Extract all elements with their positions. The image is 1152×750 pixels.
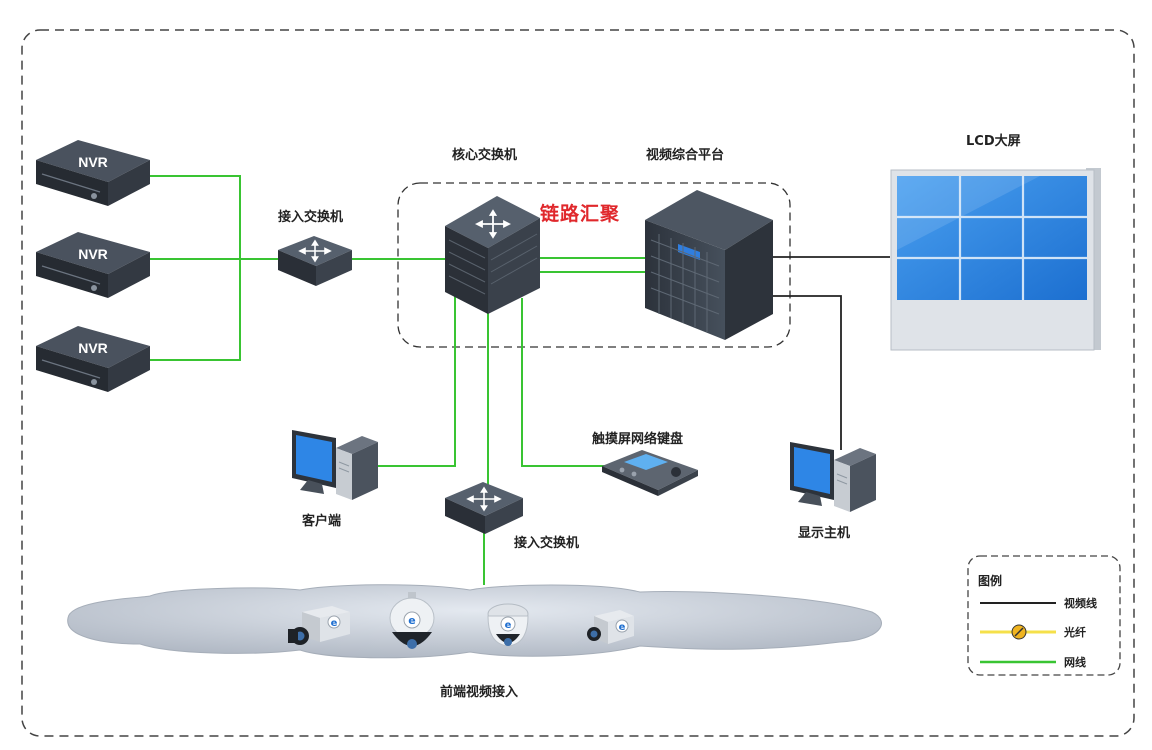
display-host-pc-icon [790, 442, 876, 512]
nvr-device-3: NVR [36, 326, 150, 392]
video-platform-label: 视频综合平台 [646, 148, 725, 163]
core-switch-icon [445, 196, 540, 314]
speed-dome-camera-icon: e [389, 592, 435, 649]
svg-text:e: e [408, 614, 415, 627]
lcd-wall-icon [890, 168, 1101, 351]
access-switch-top-label: 接入交换机 [278, 210, 344, 225]
link-aggregation-label: 链路汇聚 [540, 203, 621, 225]
network-line [521, 298, 606, 467]
legend: 图例 视频线 光纤 网线 [967, 555, 1121, 676]
legend-label-network: 网线 [1064, 655, 1086, 669]
network-line [150, 175, 241, 361]
nvr-device-1: NVR [36, 140, 150, 206]
display-host-label: 显示主机 [798, 526, 851, 541]
lcd-label: LCD大屏 [966, 134, 1021, 149]
nvr-label: NVR [78, 154, 108, 170]
client-label: 客户端 [302, 514, 342, 529]
link-aggregation-region [397, 182, 791, 348]
network-line [378, 295, 456, 467]
frontend-label: 前端视频接入 [440, 685, 519, 700]
svg-text:e: e [331, 618, 338, 629]
legend-label-video: 视频线 [1064, 596, 1097, 610]
client-pc-icon [292, 430, 378, 500]
outer-frame [21, 29, 1135, 737]
dome-camera-icon: e [487, 603, 529, 647]
legend-title: 图例 [978, 573, 1002, 588]
touch-keyboard-icon [602, 450, 698, 496]
video-lines [772, 256, 890, 450]
video-platform-icon [645, 190, 773, 340]
nvr-label: NVR [78, 340, 108, 356]
box-camera-icon: e [288, 606, 350, 645]
nvr-device-2: NVR [36, 232, 150, 298]
mini-box-camera-icon: e [587, 610, 634, 644]
video-line [772, 295, 842, 450]
access-switch-bottom-label: 接入交换机 [514, 536, 580, 551]
core-switch-label: 核心交换机 [452, 148, 518, 163]
legend-frame [967, 555, 1121, 676]
svg-text:e: e [505, 620, 512, 631]
frontend-cloud [67, 584, 882, 659]
access-switch-top-icon [278, 236, 352, 286]
keyboard-label: 触摸屏网络键盘 [592, 432, 684, 447]
nvr-label: NVR [78, 246, 108, 262]
network-lines [150, 175, 645, 585]
legend-label-fiber: 光纤 [1063, 625, 1086, 639]
svg-text:e: e [619, 622, 626, 633]
access-switch-bottom-icon [445, 482, 523, 534]
